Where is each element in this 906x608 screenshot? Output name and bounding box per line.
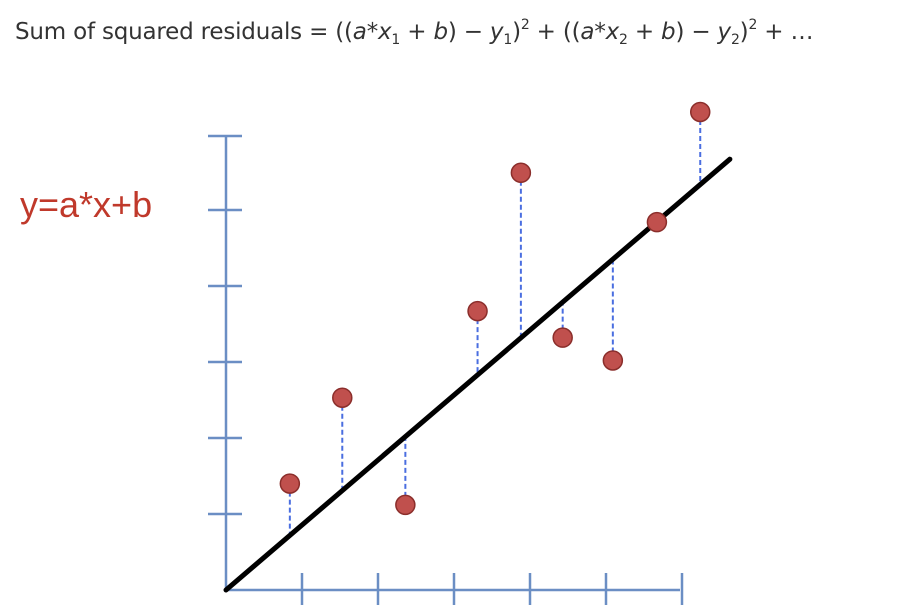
formula-sub2: 2 bbox=[619, 32, 628, 48]
formula-tail: + … bbox=[757, 19, 814, 45]
regression-line-group bbox=[223, 156, 733, 593]
formula-prefix: Sum of squared residuals = (( bbox=[15, 19, 353, 45]
formula-sub1: 1 bbox=[391, 32, 401, 48]
data-point bbox=[395, 494, 416, 516]
data-point bbox=[689, 101, 711, 123]
data-point bbox=[510, 162, 532, 184]
data-point bbox=[279, 473, 301, 494]
residual-lines bbox=[288, 111, 702, 536]
axes bbox=[208, 134, 684, 605]
data-point bbox=[332, 387, 353, 408]
formula-y2: y bbox=[717, 19, 732, 45]
formula-plus1: + bbox=[400, 19, 434, 45]
formula-a2: a bbox=[580, 19, 595, 45]
formula-plus2: + bbox=[627, 19, 662, 45]
data-point bbox=[552, 327, 573, 348]
formula-a1: a bbox=[352, 19, 367, 45]
formula-minus2: ) − bbox=[675, 19, 718, 45]
formula-y1: y bbox=[489, 19, 504, 45]
regression-equation-label: y=a*x+b bbox=[20, 184, 153, 225]
formula-mid: + (( bbox=[529, 19, 581, 45]
formula-sub-y2: 2 bbox=[730, 32, 740, 48]
formula-close1: ) bbox=[512, 19, 521, 45]
formula-b2: b bbox=[661, 19, 676, 45]
formula-minus1: ) − bbox=[447, 19, 490, 45]
formula-sup1: 2 bbox=[520, 17, 530, 33]
data-points bbox=[279, 101, 711, 516]
data-point bbox=[646, 211, 668, 233]
formula-x1: *x bbox=[366, 19, 392, 45]
regression-line bbox=[223, 156, 733, 593]
formula-b1: b bbox=[433, 19, 448, 45]
formula-sub-y1: 1 bbox=[503, 32, 513, 48]
data-point bbox=[467, 300, 488, 322]
data-point bbox=[602, 350, 624, 371]
formula-x2: *x bbox=[594, 19, 620, 45]
sum-of-squared-residuals-formula: Sum of squared residuals = ((a*x1 + b) −… bbox=[15, 17, 814, 48]
formula-sup2: 2 bbox=[748, 17, 758, 33]
formula-close2: ) bbox=[739, 19, 749, 45]
